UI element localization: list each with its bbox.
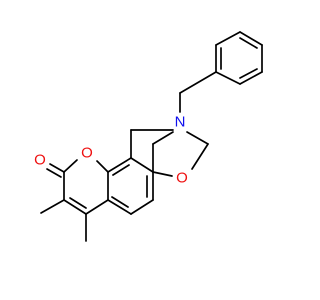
- bond: [152, 171, 173, 177]
- nitrogen-atom: N: [175, 114, 186, 131]
- atom-label-n: N: [175, 114, 186, 131]
- bond-inner: [111, 196, 129, 208]
- bond: [40, 199, 65, 214]
- bond: [96, 160, 109, 173]
- bonds: [40, 31, 263, 242]
- atoms: N O O O: [34, 114, 188, 187]
- pyranone-oxygen-atom: O: [81, 145, 93, 162]
- bond: [107, 199, 132, 215]
- bond: [49, 163, 65, 173]
- bond: [63, 159, 78, 173]
- bond: [215, 31, 241, 46]
- bond: [85, 199, 109, 215]
- atom-label-o-pyranone: O: [81, 145, 93, 162]
- bond-inner: [69, 197, 87, 209]
- bond: [215, 71, 241, 85]
- bond: [130, 199, 154, 215]
- atom-label-o-carbonyl: O: [34, 152, 46, 169]
- bond: [130, 157, 154, 173]
- bond: [179, 71, 217, 94]
- bond: [46, 168, 62, 178]
- molecule-drawing: N O O O: [34, 31, 263, 242]
- bond: [152, 131, 174, 145]
- bond-inner: [239, 37, 258, 49]
- bond: [239, 31, 263, 46]
- carbonyl-oxygen-atom: O: [34, 152, 46, 169]
- bond: [191, 143, 209, 170]
- bond: [63, 199, 87, 215]
- bond: [107, 157, 132, 173]
- ring-oxygen-atom: O: [176, 170, 188, 187]
- bond: [186, 131, 209, 145]
- bond-inner: [112, 164, 130, 176]
- atom-label-o-oxazine: O: [176, 170, 188, 187]
- bond: [239, 71, 263, 85]
- bond-inner: [239, 68, 258, 79]
